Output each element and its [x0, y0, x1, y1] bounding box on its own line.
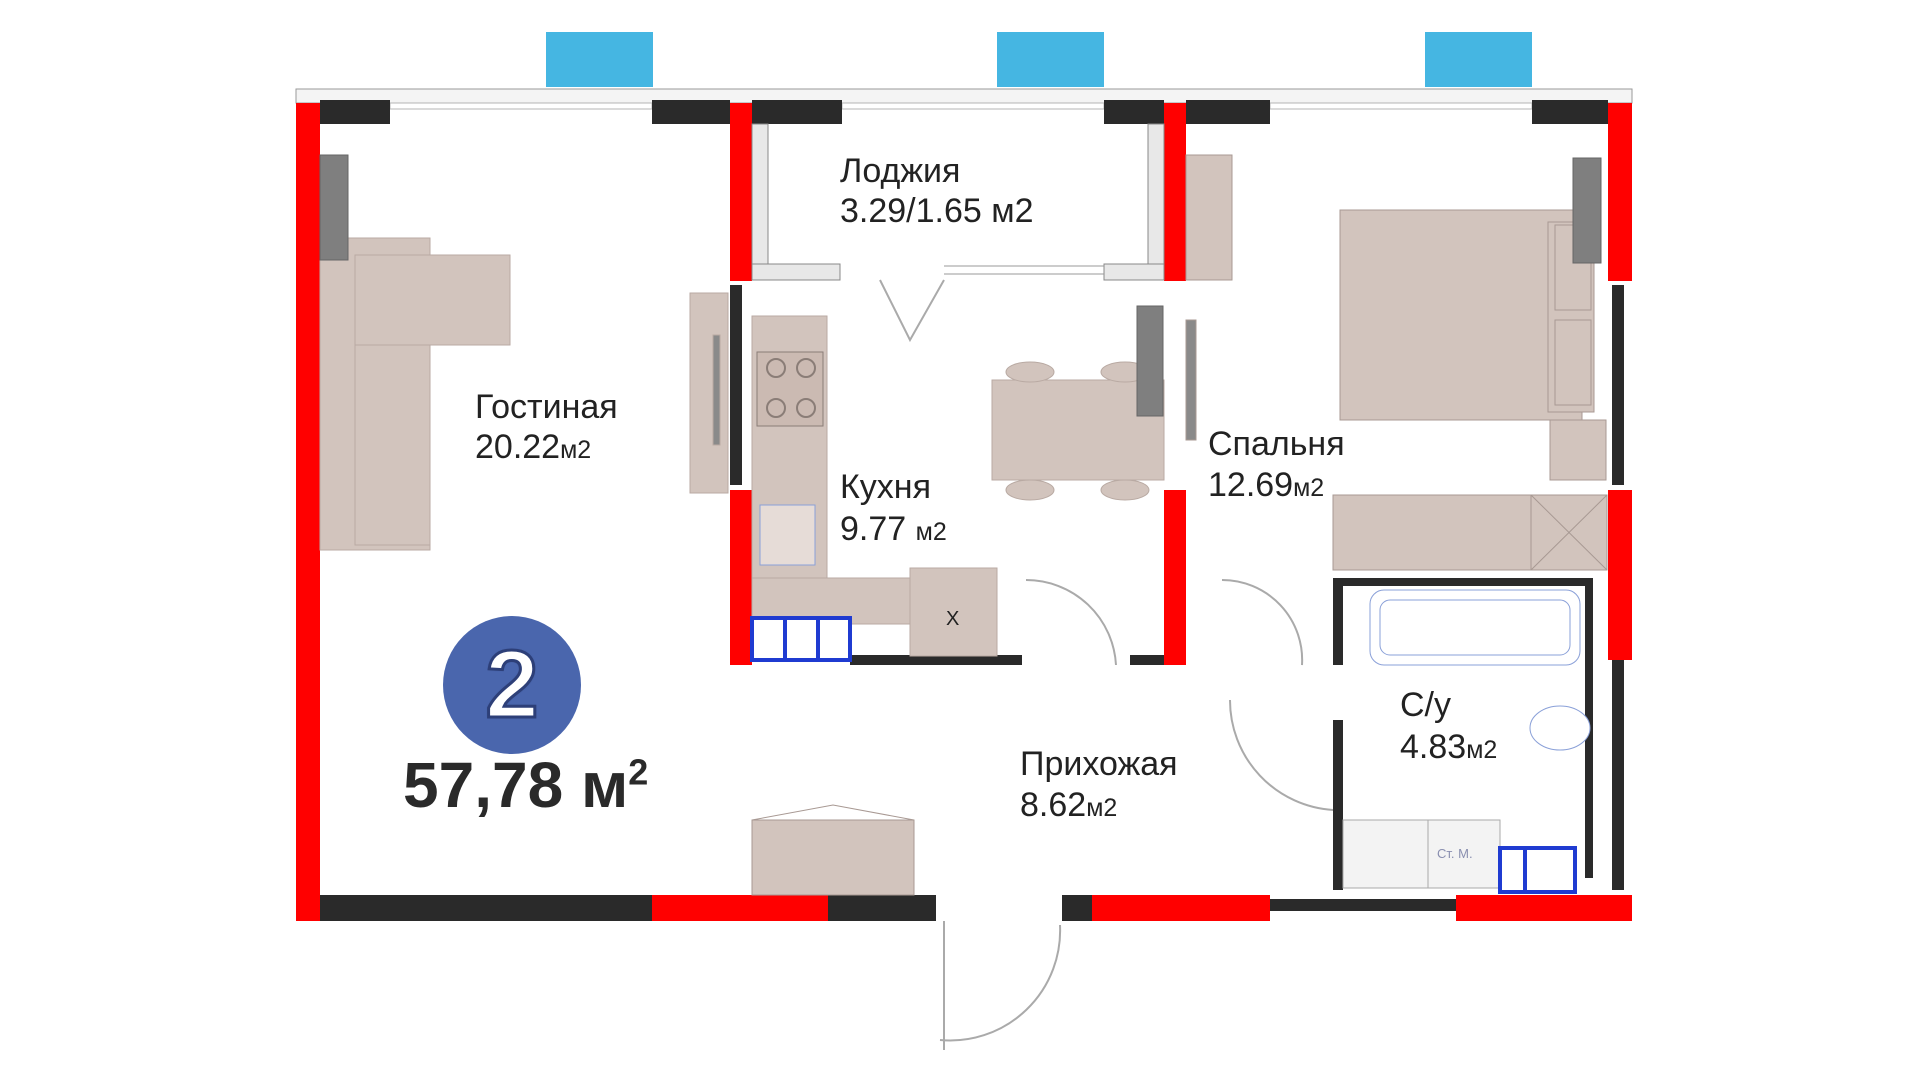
- window-indicator-living: [546, 32, 653, 87]
- dining-table: [991, 305, 1165, 501]
- area-value: 12.69: [1208, 466, 1294, 504]
- window-indicator-loggia: [997, 32, 1104, 87]
- room-name-loggia: Лоджия: [840, 152, 961, 190]
- total-area-sup: 2: [628, 751, 649, 793]
- bath-fixtures: [1342, 589, 1591, 894]
- area-unit: м2: [1086, 794, 1118, 822]
- bed: [1185, 154, 1607, 481]
- area-value: 8.62: [1020, 786, 1087, 824]
- rooms-count-badge: 2: [443, 616, 581, 754]
- area-value: 9.77: [840, 510, 907, 548]
- room-area-bedroom: 12.69м2: [1208, 466, 1324, 505]
- room-area-kitchen: 9.77 м2: [840, 510, 947, 549]
- room-area-bathroom: 4.83м2: [1400, 728, 1497, 767]
- loggia-window-line: [944, 265, 1104, 275]
- room-area-living: 20.22м2: [475, 428, 591, 467]
- window-indicator-bedroom: [1425, 32, 1532, 87]
- total-area: 57,78 м2: [403, 748, 648, 822]
- room-name-bathroom: С/у: [1400, 686, 1451, 724]
- area-value: 4.83: [1400, 728, 1467, 766]
- stove-mark: X: [946, 608, 960, 630]
- room-name-bedroom: Спальня: [1208, 425, 1345, 463]
- rooms-count: 2: [484, 630, 540, 740]
- room-area-hall: 8.62м2: [1020, 786, 1117, 825]
- wardrobe-bedroom: [1332, 494, 1608, 571]
- room-name-living: Гостиная: [475, 388, 618, 426]
- window-indicators: [546, 32, 1532, 87]
- washer-label: Ст. М.: [1437, 846, 1473, 861]
- room-name-hall: Прихожая: [1020, 745, 1178, 783]
- top-facade: [295, 88, 1633, 110]
- area-value: 20.22: [475, 428, 561, 466]
- room-name-kitchen: Кухня: [840, 468, 931, 506]
- area-unit: м2: [1293, 474, 1325, 502]
- room-area-loggia: 3.29/1.65 м2: [840, 192, 1034, 230]
- wardrobe-hall: [751, 804, 915, 896]
- doors: [879, 279, 1334, 1050]
- red-walls: [296, 103, 1632, 921]
- sofa: [319, 154, 511, 551]
- area-unit: м2: [915, 518, 947, 546]
- dark-walls: [320, 100, 1624, 921]
- total-area-value: 57,78 м: [403, 749, 629, 821]
- kitchen-counter: [750, 315, 998, 662]
- area-unit: м2: [560, 436, 592, 464]
- tv-stand: [689, 292, 729, 494]
- area-unit: м2: [1466, 736, 1498, 764]
- loggia-walls: [751, 123, 1165, 281]
